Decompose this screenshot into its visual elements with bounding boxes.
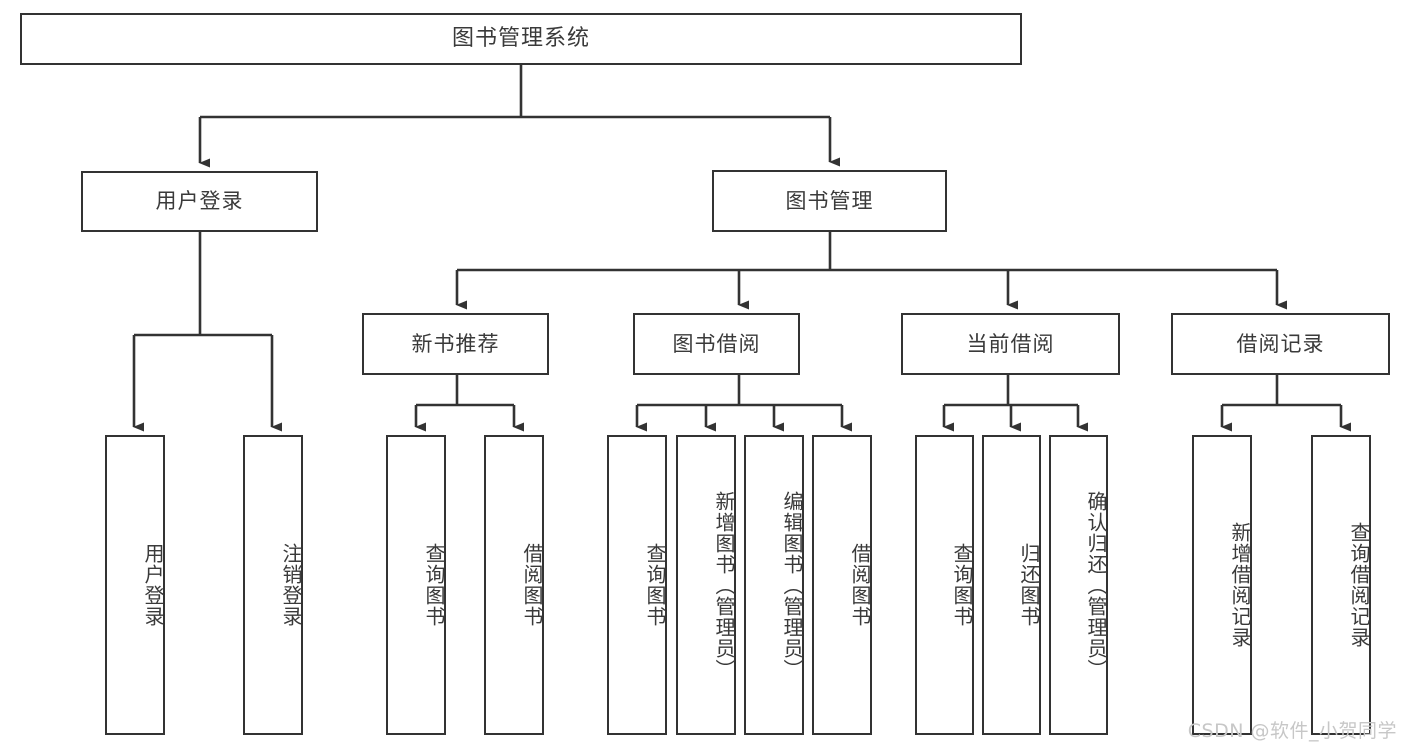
leaf-logout-label: 注销登录 bbox=[279, 543, 303, 627]
leaf-nbr-query-book-label: 查询图书 bbox=[422, 543, 446, 627]
node-current-borrow-label: 当前借阅 bbox=[966, 331, 1055, 356]
leaf-bb-edit-book-admin-label: 编辑图书（管理员） bbox=[780, 490, 804, 680]
node-book-borrow[interactable]: 图书借阅 bbox=[633, 313, 800, 375]
leaf-br-add-record-label: 新增借阅记录 bbox=[1228, 522, 1252, 648]
leaf-user-login-label: 用户登录 bbox=[141, 543, 165, 627]
leaf-cb-confirm-return-admin[interactable]: 确认归还（管理员） bbox=[1049, 435, 1108, 735]
leaf-bb-add-book-admin-label: 新增图书（管理员） bbox=[712, 490, 736, 680]
node-borrow-record-label: 借阅记录 bbox=[1236, 331, 1325, 356]
node-book-management[interactable]: 图书管理 bbox=[712, 170, 947, 232]
leaf-nbr-borrow-book[interactable]: 借阅图书 bbox=[484, 435, 544, 735]
leaf-br-query-record[interactable]: 查询借阅记录 bbox=[1311, 435, 1371, 735]
node-book-management-label: 图书管理 bbox=[785, 188, 874, 213]
node-current-borrow[interactable]: 当前借阅 bbox=[901, 313, 1120, 375]
leaf-nbr-borrow-book-label: 借阅图书 bbox=[520, 543, 544, 627]
leaf-user-login[interactable]: 用户登录 bbox=[105, 435, 165, 735]
leaf-bb-query-book-label: 查询图书 bbox=[643, 543, 667, 627]
leaf-bb-query-book[interactable]: 查询图书 bbox=[607, 435, 667, 735]
node-new-book-recommend[interactable]: 新书推荐 bbox=[362, 313, 549, 375]
leaf-bb-add-book-admin[interactable]: 新增图书（管理员） bbox=[676, 435, 736, 735]
node-borrow-record[interactable]: 借阅记录 bbox=[1171, 313, 1390, 375]
leaf-bb-borrow-book-label: 借阅图书 bbox=[848, 543, 872, 627]
leaf-logout[interactable]: 注销登录 bbox=[243, 435, 303, 735]
leaf-nbr-query-book[interactable]: 查询图书 bbox=[386, 435, 446, 735]
node-book-borrow-label: 图书借阅 bbox=[672, 331, 761, 356]
leaf-cb-confirm-return-admin-label: 确认归还（管理员） bbox=[1084, 490, 1108, 680]
leaf-bb-borrow-book[interactable]: 借阅图书 bbox=[812, 435, 872, 735]
leaf-cb-query-book-label: 查询图书 bbox=[950, 543, 974, 627]
leaf-br-add-record[interactable]: 新增借阅记录 bbox=[1192, 435, 1252, 735]
watermark: CSDN @软件_小贺同学 bbox=[1187, 720, 1397, 742]
leaf-bb-edit-book-admin[interactable]: 编辑图书（管理员） bbox=[744, 435, 804, 735]
node-user-login-label: 用户登录 bbox=[155, 189, 244, 214]
leaf-cb-query-book[interactable]: 查询图书 bbox=[915, 435, 974, 735]
leaf-cb-return-book-label: 归还图书 bbox=[1017, 543, 1041, 627]
node-user-login[interactable]: 用户登录 bbox=[81, 171, 318, 232]
node-new-book-recommend-label: 新书推荐 bbox=[411, 331, 500, 356]
leaf-cb-return-book[interactable]: 归还图书 bbox=[982, 435, 1041, 735]
leaf-br-query-record-label: 查询借阅记录 bbox=[1347, 522, 1371, 648]
node-root-label: 图书管理系统 bbox=[451, 26, 590, 52]
node-root[interactable]: 图书管理系统 bbox=[20, 13, 1022, 65]
